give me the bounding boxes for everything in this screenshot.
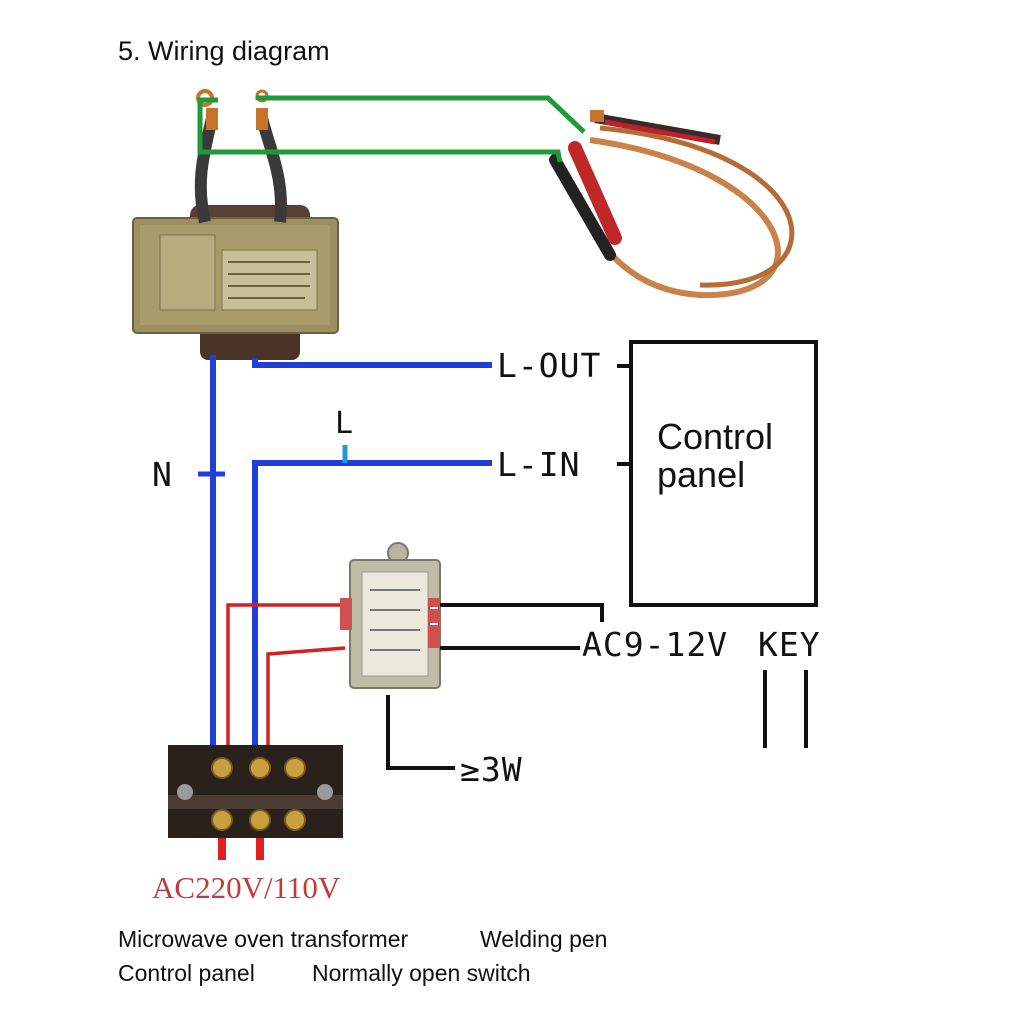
terminal-block-icon — [168, 745, 343, 838]
control-panel-box — [629, 340, 818, 607]
l-in-label: L-IN — [497, 445, 581, 484]
welding-pen-icon — [549, 110, 795, 299]
mains-leads — [218, 838, 264, 860]
caption-welding-pen: Welding pen — [480, 926, 608, 952]
power-rating-label: ≥3W — [460, 750, 523, 789]
n-label: N — [152, 455, 173, 494]
green-wires — [197, 95, 586, 163]
key-label: KEY — [758, 625, 821, 664]
black-wires — [386, 364, 808, 770]
caption-switch: Normally open switch — [312, 960, 531, 986]
control-panel-label-line1: Control — [657, 416, 774, 457]
caption-control-panel: Control panel — [118, 960, 255, 986]
red-wires — [226, 603, 346, 770]
blue-wires — [210, 355, 492, 770]
caption-transformer: Microwave oven transformer — [118, 926, 409, 952]
control-panel-label-line2: panel — [657, 454, 746, 495]
page-title: 5. Wiring diagram — [118, 36, 330, 66]
ac-low-voltage-label: AC9-12V — [582, 625, 729, 664]
l-out-label: L-OUT — [497, 346, 602, 385]
l-label: L — [335, 406, 355, 441]
small-transformer-icon — [340, 542, 441, 689]
mains-voltage-label: AC220V/110V — [152, 870, 341, 905]
microwave-transformer-icon — [132, 89, 339, 360]
